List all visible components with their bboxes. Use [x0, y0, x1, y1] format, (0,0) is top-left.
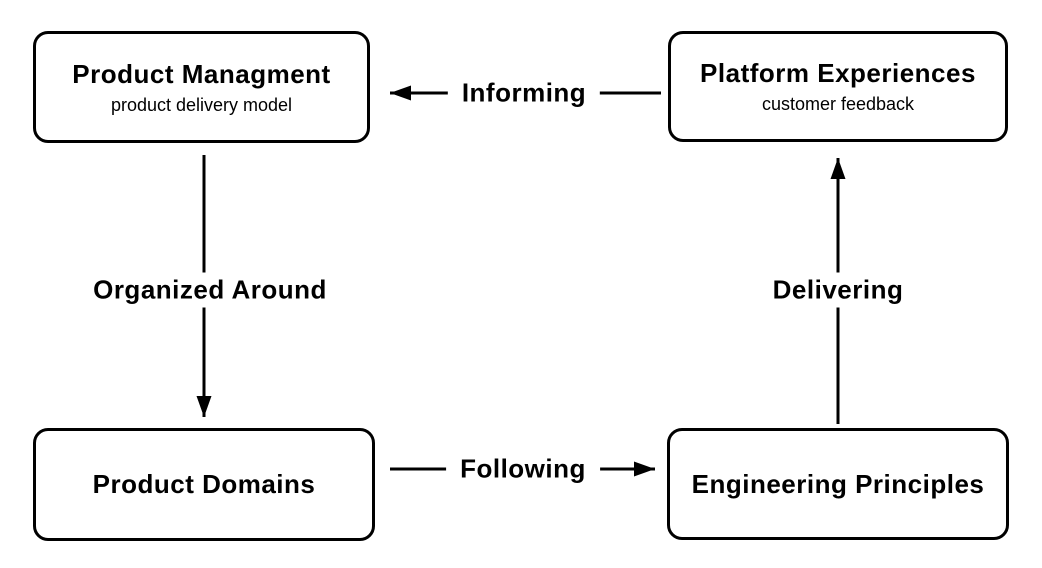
node-title: Product Managment — [72, 58, 331, 89]
node-product-domains: Product Domains — [33, 428, 375, 541]
edge-label-informing: Informing — [447, 75, 601, 111]
node-title: Product Domains — [92, 469, 316, 499]
edge-label-organized-around: Organized Around — [79, 272, 341, 308]
node-engineering-principles: Engineering Principles — [667, 428, 1009, 540]
node-product-management: Product Managment product delivery model — [33, 31, 370, 143]
edge-label-delivering: Delivering — [758, 272, 918, 308]
node-title: Platform Experiences — [700, 58, 976, 88]
node-subtitle: product delivery model — [110, 94, 293, 115]
edge-label-following: Following — [446, 451, 600, 487]
node-title: Engineering Principles — [691, 468, 985, 499]
node-platform-experiences: Platform Experiences customer feedback — [668, 31, 1008, 142]
node-subtitle: customer feedback — [761, 94, 915, 114]
